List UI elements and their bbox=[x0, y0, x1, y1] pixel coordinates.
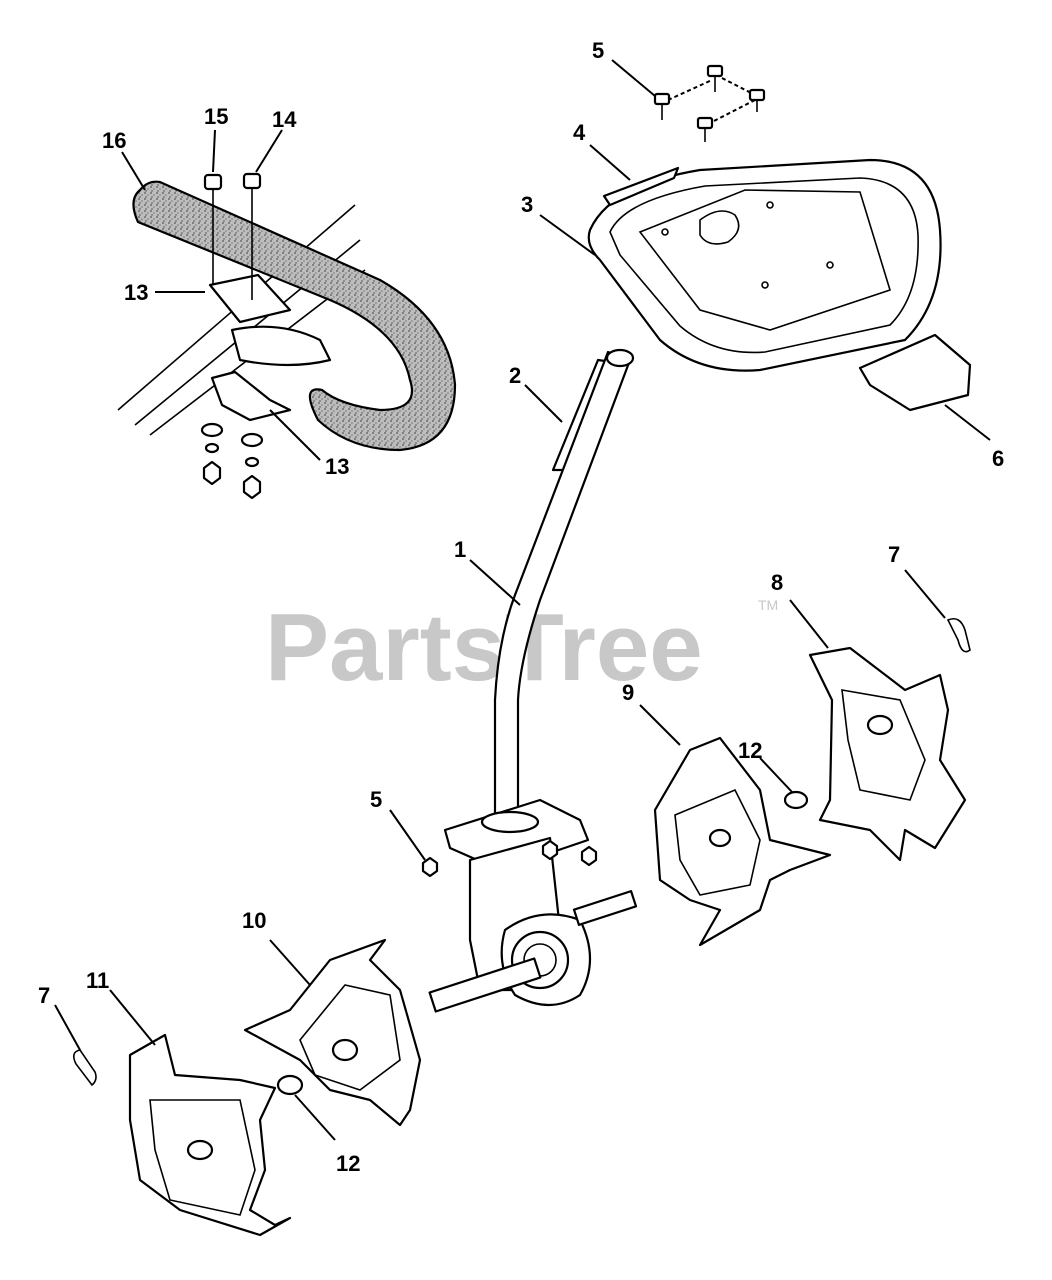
nut bbox=[202, 460, 222, 486]
callout-5-top: 5 bbox=[592, 38, 604, 63]
callout-4: 4 bbox=[573, 120, 586, 145]
watermark-tm: TM bbox=[758, 597, 778, 613]
callout-1: 1 bbox=[454, 537, 466, 562]
callout-15: 15 bbox=[204, 104, 228, 129]
handle-assembly bbox=[117, 172, 457, 500]
nut bbox=[242, 474, 262, 500]
tine-8 bbox=[808, 646, 967, 862]
washer-12-left bbox=[276, 1074, 304, 1096]
clamp-upper bbox=[208, 273, 292, 324]
callout-5-gearbox: 5 bbox=[370, 787, 382, 812]
shield-6 bbox=[858, 333, 972, 412]
clamp-lower bbox=[210, 370, 292, 422]
main-tube bbox=[493, 348, 635, 822]
callout-9: 9 bbox=[622, 680, 634, 705]
watermark-text: PartsTree bbox=[265, 594, 703, 701]
shield-4 bbox=[602, 166, 680, 207]
callout-13-lower: 13 bbox=[325, 454, 349, 479]
tine-9 bbox=[653, 736, 832, 947]
gearbox bbox=[421, 798, 638, 1013]
callout-labels: 1 2 3 4 5 5 6 7 7 8 9 10 11 12 12 13 13 … bbox=[38, 38, 1004, 1176]
washer-12-right bbox=[783, 790, 809, 810]
lock-washer bbox=[204, 442, 220, 454]
cotter-pin-7-right bbox=[946, 617, 971, 653]
foam-grip bbox=[132, 180, 457, 452]
washer bbox=[200, 422, 224, 438]
callout-7-right: 7 bbox=[888, 542, 900, 567]
callout-14: 14 bbox=[272, 107, 297, 132]
bolts-5-top bbox=[653, 64, 766, 142]
callout-8: 8 bbox=[771, 570, 783, 595]
washer bbox=[240, 432, 264, 448]
leader-lines bbox=[54, 59, 991, 1141]
callout-13-upper: 13 bbox=[124, 280, 148, 305]
bolt-14 bbox=[242, 172, 262, 190]
callout-2: 2 bbox=[509, 363, 521, 388]
callout-10: 10 bbox=[242, 908, 266, 933]
callout-7-left: 7 bbox=[38, 983, 50, 1008]
lock-washer bbox=[244, 456, 260, 468]
callout-16: 16 bbox=[102, 128, 126, 153]
cotter-pin-7-left bbox=[72, 1049, 97, 1087]
handle-tube bbox=[230, 325, 332, 367]
watermark: PartsTree TM bbox=[265, 594, 778, 701]
callout-11: 11 bbox=[86, 968, 109, 993]
callout-12-left: 12 bbox=[336, 1151, 360, 1176]
callout-12-right: 12 bbox=[738, 738, 762, 763]
callout-3: 3 bbox=[521, 192, 533, 217]
bolt-15 bbox=[203, 173, 223, 191]
callout-6: 6 bbox=[992, 446, 1004, 471]
